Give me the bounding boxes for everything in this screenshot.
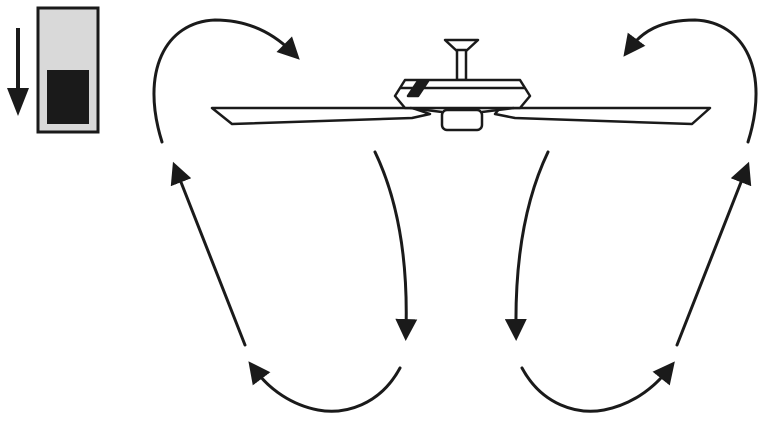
wall-switch xyxy=(36,6,100,134)
ceiling-fan xyxy=(210,38,712,132)
direction-arrow-down-icon xyxy=(7,88,29,116)
fan-blade-right xyxy=(493,106,712,126)
airflow-arrow-down-left xyxy=(373,150,418,341)
airflow-arrow-down-right xyxy=(504,150,550,341)
airflow-arrow-bottom-right xyxy=(520,361,675,413)
fan-blade-arm-right xyxy=(481,106,515,114)
airflow-arrow-bottom-left xyxy=(248,361,402,413)
airflow-arrow-top-right xyxy=(623,18,758,144)
fan-housing-accent xyxy=(406,79,430,98)
fan-blade-arm-left xyxy=(409,106,443,114)
airflow-arrow-up-right xyxy=(675,161,752,347)
switch-toggle xyxy=(47,70,89,124)
fan-blade-left xyxy=(210,106,432,126)
airflow-arrow-top-left xyxy=(152,18,300,144)
airflow-arrows xyxy=(152,18,758,413)
fan-light-kit xyxy=(440,108,484,132)
direction-indicator xyxy=(7,28,29,116)
airflow-arrow-up-left xyxy=(170,161,247,347)
fan-downrod xyxy=(455,48,468,82)
